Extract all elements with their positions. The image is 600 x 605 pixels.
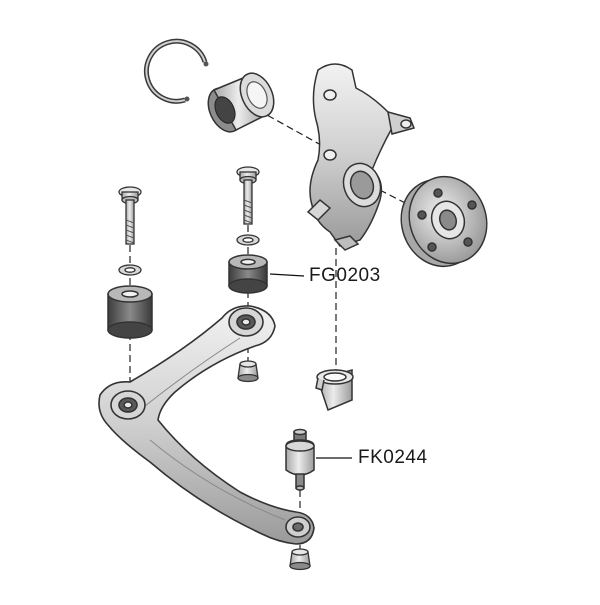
steering-knuckle bbox=[306, 63, 416, 251]
wheel-hub bbox=[400, 175, 488, 268]
wheel-bearing bbox=[207, 72, 275, 133]
left-bolt bbox=[118, 186, 142, 245]
part-label-ball-joint: FK0244 bbox=[358, 447, 428, 468]
leader-lines bbox=[269, 273, 352, 459]
center-nut bbox=[237, 360, 259, 383]
ball-joint bbox=[285, 428, 315, 491]
center-washer bbox=[236, 234, 260, 246]
left-washer bbox=[118, 264, 142, 276]
part-label-bushing: FG0203 bbox=[309, 265, 381, 286]
leader-line-fg0203 bbox=[269, 273, 305, 277]
center-bushing bbox=[228, 254, 268, 294]
lower-control-arm bbox=[98, 305, 315, 545]
snap-ring bbox=[143, 38, 209, 104]
ball-joint-sleeve bbox=[315, 368, 354, 412]
bottom-nut bbox=[289, 548, 311, 571]
left-bushing bbox=[107, 285, 153, 339]
center-bolt bbox=[236, 166, 260, 225]
